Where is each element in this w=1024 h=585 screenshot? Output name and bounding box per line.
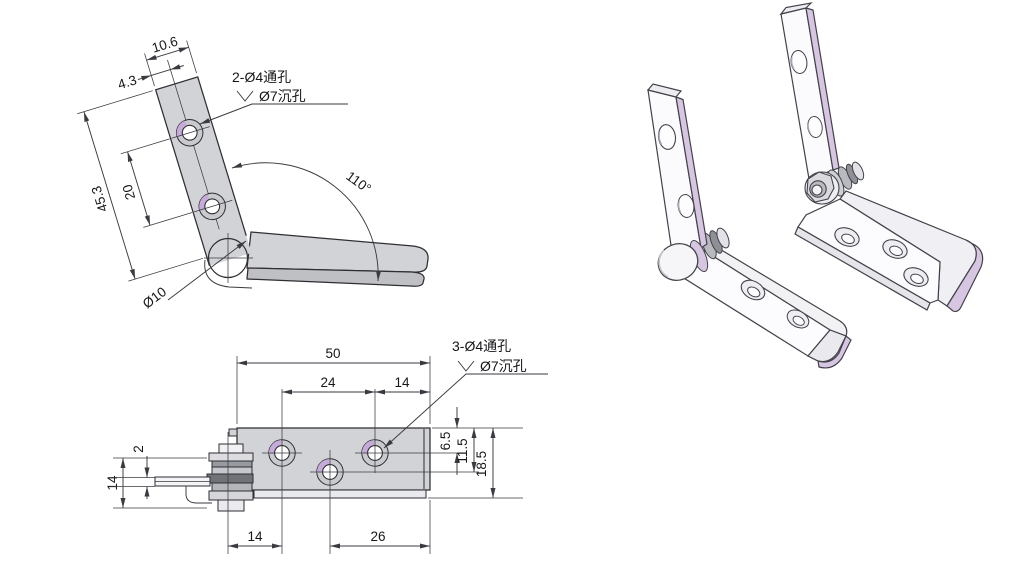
angled-arm-face bbox=[155, 76, 252, 266]
hole-to-end-14-label: 14 bbox=[394, 375, 410, 390]
dim-edge-to-mid-hole: 11.5 bbox=[455, 428, 477, 472]
dim-hole-spacing-24: 24 bbox=[282, 375, 375, 395]
dim-overall-length: 50 bbox=[236, 346, 431, 424]
side-note-line1: 2-Ø4通孔 bbox=[232, 69, 291, 85]
iso-right-plate-near-edge bbox=[794, 226, 931, 311]
dim-hole-to-end-14: 14 bbox=[375, 375, 430, 395]
iso-left-pin-cap bbox=[657, 243, 699, 281]
knuckle-stack bbox=[206, 443, 254, 512]
hole-spacing-24-label: 24 bbox=[320, 375, 336, 390]
leaf-hook-profile bbox=[185, 486, 212, 504]
iso-right-hinge bbox=[779, 2, 984, 313]
leaf-thickness-label: 2 bbox=[131, 445, 146, 453]
side-holes-note: 2-Ø4通孔 Ø7沉孔 bbox=[199, 69, 348, 125]
pivot-to-hole-label: 14 bbox=[247, 529, 263, 544]
hole-cross bbox=[171, 126, 210, 139]
plate-left-tab bbox=[228, 428, 238, 437]
leaf-wrap-under-pivot bbox=[204, 259, 253, 289]
iso-left-arm-edge bbox=[675, 96, 708, 250]
dim-plate-width: 18.5 bbox=[474, 428, 496, 498]
dim-hole-spacing: 20 bbox=[120, 138, 193, 228]
plan-note-leader bbox=[383, 373, 548, 449]
angled-arm-outline bbox=[154, 76, 247, 266]
countersink-icon bbox=[457, 360, 475, 372]
edge-to-hole-row-label: 6.5 bbox=[438, 432, 453, 451]
horizontal-leaf-face bbox=[246, 231, 429, 273]
edge-offset-dim-label: 4.3 bbox=[116, 72, 138, 92]
plan-view: 50 24 14 6.5 11.5 18.5 bbox=[105, 338, 548, 554]
open-angle-dim-label: 110° bbox=[343, 168, 374, 196]
mid-hole-to-end-label: 26 bbox=[370, 529, 385, 544]
plan-note-line2: Ø7沉孔 bbox=[480, 358, 527, 374]
iso-left-washers bbox=[701, 227, 730, 260]
dim-arm-width: 10.6 bbox=[144, 34, 197, 87]
pivot-diameter-label: Ø10 bbox=[140, 284, 169, 311]
angled-arm-frame: 10.6 4.3 45.3 20 bbox=[77, 34, 252, 282]
side-view: 10.6 4.3 45.3 20 bbox=[77, 34, 429, 311]
dim-pivot-to-hole: 14 bbox=[228, 529, 282, 549]
iso-right-lavender-edge bbox=[946, 239, 984, 313]
dim-arm-length: 45.3 bbox=[77, 90, 204, 282]
flange-strip bbox=[253, 489, 427, 499]
overall-length-label: 50 bbox=[325, 346, 340, 361]
arm-width-dim-label: 10.6 bbox=[150, 34, 180, 56]
dim-mid-hole-to-end: 26 bbox=[330, 500, 431, 554]
edge-to-mid-hole-label: 11.5 bbox=[455, 438, 470, 463]
dim-edge-to-hole-row: 6.5 bbox=[438, 407, 460, 475]
side-note-leader bbox=[199, 103, 348, 125]
plan-note-line1: 3-Ø4通孔 bbox=[452, 338, 511, 354]
side-note-line2: Ø7沉孔 bbox=[259, 88, 306, 104]
iso-left-pin-cap-shade bbox=[658, 249, 669, 278]
plan-holes-note: 3-Ø4通孔 Ø7沉孔 bbox=[383, 338, 548, 449]
iso-view bbox=[646, 2, 984, 369]
iso-left-arm-top-cap bbox=[646, 83, 683, 98]
countersink-icon bbox=[236, 90, 254, 102]
iso-left-lavender-edge bbox=[817, 335, 852, 369]
iso-right-arm-top-cap bbox=[779, 2, 813, 15]
hole-cross bbox=[193, 199, 233, 213]
arm-length-dim-label: 45.3 bbox=[89, 184, 111, 214]
dim-leaf-thickness: 2 bbox=[110, 445, 155, 499]
hole-spacing-dim-label: 20 bbox=[120, 183, 139, 202]
dim-edge-offset: 4.3 bbox=[116, 64, 184, 92]
plate-width-label: 18.5 bbox=[474, 451, 489, 477]
iso-right-nut bbox=[804, 171, 840, 205]
iso-left-hinge bbox=[646, 83, 852, 369]
